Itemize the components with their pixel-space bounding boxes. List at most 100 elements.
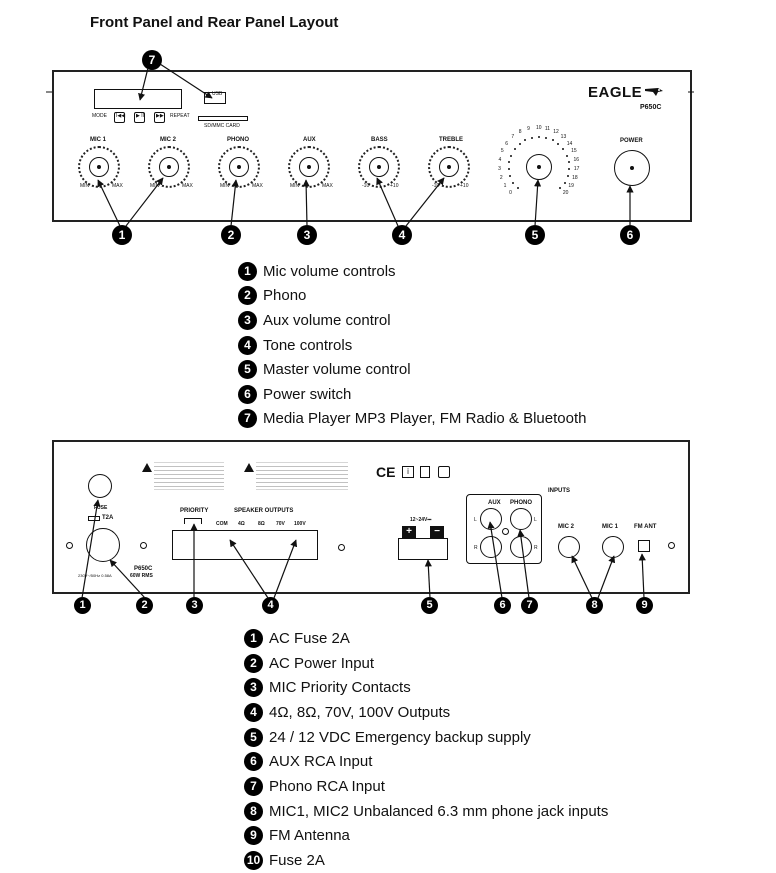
legend-text: Mic volume controls <box>263 262 396 280</box>
speaker-outputs-label: SPEAKER OUTPUTS <box>234 508 294 514</box>
master-scale-number: 8 <box>518 129 522 136</box>
treble-knob[interactable] <box>439 157 459 177</box>
legend-number: 5 <box>238 360 257 380</box>
aux-knob-label: AUX <box>303 137 316 143</box>
screw-hole <box>338 544 345 551</box>
master-scale-dot <box>551 139 554 142</box>
master-scale-number: 5 <box>500 148 504 155</box>
legend-text: FM Antenna <box>269 827 350 845</box>
bass-knob[interactable] <box>369 157 389 177</box>
master-scale-dot <box>516 187 519 190</box>
master-scale-number: 3 <box>498 165 501 172</box>
phono-input-label: PHONO <box>510 500 533 506</box>
rear-callout-7: 7 <box>521 597 538 614</box>
aux-l-rca-jack <box>480 508 502 530</box>
screw-hole <box>140 542 147 549</box>
phono-max-label: MAX <box>252 183 263 189</box>
phono-r-label: R <box>534 545 538 551</box>
rear-callout-2: 2 <box>136 597 153 614</box>
aux-l-label: L <box>474 517 477 523</box>
speaker-term-8ohm: 8Ω <box>258 521 265 527</box>
master-scale-dot <box>562 148 565 151</box>
master-scale-dot <box>545 136 547 139</box>
master-scale-number: 13 <box>560 134 567 141</box>
master-scale-dot <box>538 136 540 138</box>
rear-callout-9: 9 <box>636 597 653 614</box>
master-scale-dot <box>512 181 515 184</box>
fuse-label: FUSE <box>94 505 108 511</box>
master-scale-number: 17 <box>573 165 580 172</box>
aux-volume-knob[interactable] <box>299 157 319 177</box>
master-scale-number: 4 <box>498 157 502 164</box>
play-pause-button[interactable] <box>134 112 145 123</box>
certification-marks: CE <box>376 464 396 480</box>
front-callout-4: 4 <box>392 225 412 245</box>
legend-number: 2 <box>238 286 257 306</box>
legend-number: 3 <box>238 310 257 330</box>
usb-label: USB <box>212 91 223 97</box>
next-label: ▶▶I <box>156 113 166 119</box>
legend-text: Power switch <box>263 385 352 403</box>
master-scale-number: 2 <box>499 174 503 181</box>
rear-callout-5: 5 <box>421 597 438 614</box>
ac-power-inlet <box>86 528 120 562</box>
mic1-input-label: MIC 1 <box>602 524 619 530</box>
legend-number: 6 <box>238 384 257 404</box>
screw-hole <box>668 542 675 549</box>
prev-button[interactable] <box>114 112 125 123</box>
master-scale-number: 10 <box>536 125 542 131</box>
legend-text: MIC Priority Contacts <box>269 679 411 697</box>
legend-text: AC Power Input <box>269 654 375 672</box>
legend-text: MIC1, MIC2 Unbalanced 6.3 mm phone jack … <box>269 802 609 820</box>
legend-number: 2 <box>244 653 263 673</box>
legend-text: 4Ω, 8Ω, 70V, 100V Outputs <box>269 703 451 721</box>
aux-knob-scale <box>288 146 330 188</box>
mic1-knob-label: MIC 1 <box>90 137 107 143</box>
fm-antenna-label: FM ANT <box>634 524 657 530</box>
master-scale-number: 0 <box>509 189 512 196</box>
legend-number: 7 <box>244 776 263 796</box>
mode-label: MODE <box>92 113 107 119</box>
master-scale-number: 14 <box>566 140 573 147</box>
mic2-max-label: MAX <box>182 183 193 189</box>
rear-power-rating: 60W RMS <box>130 573 153 579</box>
legend-text: Phono RCA Input <box>269 777 385 795</box>
aux-max-label: MAX <box>322 183 333 189</box>
master-scale-dot <box>513 148 516 151</box>
master-scale-dot <box>557 143 560 146</box>
mic2-input-label: MIC 2 <box>558 524 575 530</box>
power-switch[interactable] <box>614 150 650 186</box>
dc-plus-terminal: + <box>402 526 416 538</box>
master-scale-dot <box>566 175 569 178</box>
next-button[interactable] <box>154 112 165 123</box>
ground-icon <box>438 466 450 478</box>
master-scale-dot <box>567 161 570 164</box>
phono-volume-knob[interactable] <box>229 157 249 177</box>
master-scale-dot <box>530 136 533 139</box>
mic1-volume-knob[interactable] <box>89 157 109 177</box>
master-scale-number: 6 <box>505 140 509 147</box>
mic2-jack <box>558 536 580 558</box>
mic2-knob-scale <box>148 146 190 188</box>
power-label: POWER <box>620 138 643 144</box>
info-icon: i <box>402 466 414 478</box>
speaker-term-com: COM <box>216 521 228 527</box>
front-callout-5: 5 <box>525 225 545 245</box>
warning-text-block <box>154 462 224 490</box>
mic2-volume-knob[interactable] <box>159 157 179 177</box>
mic1-jack <box>602 536 624 558</box>
phono-min-label: MIN <box>220 183 230 189</box>
phono-r-rca-jack <box>510 536 532 558</box>
legend-number: 6 <box>244 752 263 772</box>
mic2-knob-label: MIC 2 <box>160 137 177 143</box>
legend-number: 1 <box>244 628 263 648</box>
bass-knob-label: BASS <box>371 137 388 143</box>
phono-l-rca-jack <box>510 508 532 530</box>
front-callout-6: 6 <box>620 225 640 245</box>
prev-label: I◀◀ <box>116 113 126 119</box>
